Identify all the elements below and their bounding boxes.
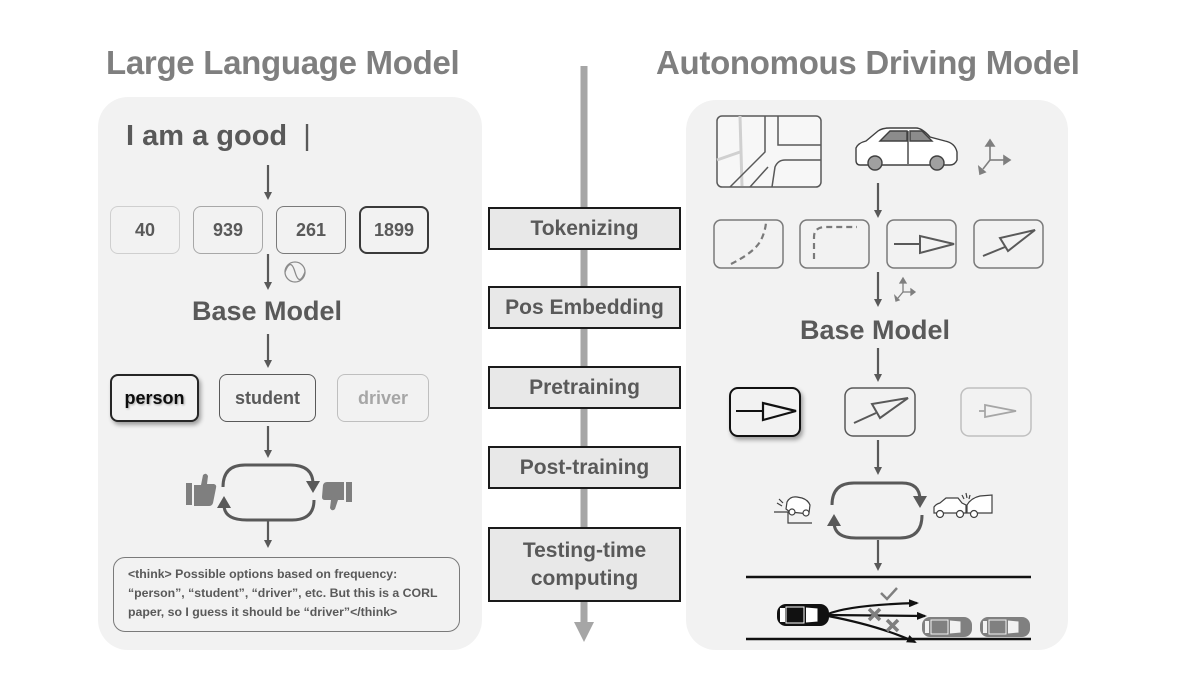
- stage-pos-embedding: Pos Embedding: [488, 286, 681, 329]
- think-box: <think> Possible options based on freque…: [113, 557, 460, 632]
- candidate-label: driver: [357, 387, 409, 408]
- map-icon: [716, 115, 822, 188]
- ad-title: Autonomous Driving Model: [656, 44, 1080, 81]
- text-cursor: |: [303, 120, 311, 152]
- stage-label: Pos Embedding: [505, 295, 664, 319]
- trajectory-token-curve: [713, 219, 784, 269]
- prompt: I am a good: [126, 120, 288, 152]
- trajectory-arrow: [827, 614, 917, 644]
- thumbs-down-icon: [322, 482, 352, 511]
- llm-base-model: Base Model: [192, 296, 343, 326]
- candidate-driver: driver: [337, 374, 429, 422]
- loop-arrowhead: [217, 496, 231, 508]
- token-box: 1899: [359, 206, 429, 254]
- candidate-label: person: [124, 387, 185, 408]
- token-id: 939: [212, 219, 244, 240]
- trajectory-token-turn: [799, 219, 870, 269]
- sine-wave-icon: [284, 261, 306, 283]
- check-mark: [880, 587, 898, 601]
- llm-title: Large Language Model: [106, 44, 460, 81]
- candidate-student: student: [219, 374, 316, 422]
- feedback-loop: [221, 463, 316, 522]
- stage-label: Tokenizing: [530, 216, 639, 240]
- token-box: 939: [193, 206, 263, 254]
- axes-icon: [893, 276, 917, 302]
- ad-base-model: Base Model: [800, 315, 951, 345]
- think-text: <think> Possible options based on freque…: [128, 567, 438, 619]
- candidate-label: student: [235, 387, 300, 408]
- stage-label: Testing-time computing: [522, 539, 647, 590]
- stage-testing-time-computing: Testing-time computing: [488, 527, 681, 602]
- token-id: 261: [295, 219, 327, 240]
- obstacle-car-icon: [980, 617, 1030, 637]
- candidate-person: person: [110, 374, 199, 422]
- loop-arrowhead: [913, 496, 927, 508]
- token-id: 1899: [373, 219, 415, 240]
- x-mark: [885, 618, 900, 633]
- loop-arrowhead: [306, 481, 320, 493]
- token-box: 261: [276, 206, 346, 254]
- car-collision-icon: [933, 492, 993, 519]
- car-icon: [855, 127, 958, 171]
- stage-post-training: Post-training: [488, 446, 681, 489]
- token-id: 40: [134, 219, 156, 240]
- stage-label: Post-training: [519, 455, 650, 479]
- action-token-straight: [886, 219, 957, 269]
- axes-icon: [977, 138, 1012, 176]
- token-box: 40: [110, 206, 180, 254]
- x-mark: [867, 607, 882, 622]
- ego-car-icon: [777, 604, 829, 626]
- loop-arrowhead: [827, 514, 841, 526]
- road-scene: [746, 575, 1031, 644]
- candidate-action-diagonal: [844, 387, 916, 437]
- feedback-loop: [830, 481, 924, 540]
- timeline-arrowhead: [574, 622, 594, 642]
- action-token-diagonal: [973, 219, 1044, 269]
- thumbs-up-icon: [186, 473, 217, 506]
- stage-pretraining: Pretraining: [488, 366, 681, 409]
- stage-tokenizing: Tokenizing: [488, 207, 681, 250]
- candidate-action-faded: [960, 387, 1032, 437]
- trajectory-arrow: [827, 599, 919, 616]
- car-off-road-icon: [774, 496, 812, 524]
- candidate-action-selected: [729, 387, 801, 437]
- obstacle-car-icon: [922, 617, 972, 637]
- prompt-text: I am a good |: [126, 120, 311, 153]
- stage-label: Pretraining: [529, 375, 640, 399]
